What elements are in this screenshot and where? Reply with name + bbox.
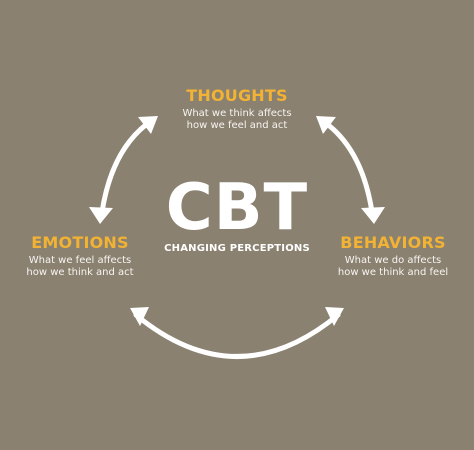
node-emotions: EMOTIONS What we feel affects how we thi… bbox=[12, 234, 148, 279]
node-title: EMOTIONS bbox=[31, 233, 129, 252]
double-headed-curved-arrow-icon bbox=[89, 116, 158, 224]
center-title: CBT bbox=[165, 171, 309, 245]
node-description-line: What we think affects bbox=[182, 108, 292, 119]
node-description-line: What we do affects bbox=[344, 255, 442, 266]
node-description: What we think affects how we feel and ac… bbox=[152, 108, 322, 132]
node-behaviors: BEHAVIORS What we do affects how we thin… bbox=[322, 234, 464, 279]
center-label: CBT CHANGING PERCEPTIONS bbox=[141, 175, 333, 254]
node-description-line: What we feel affects bbox=[28, 255, 132, 266]
double-headed-curved-arrow-icon bbox=[316, 116, 385, 224]
double-headed-curved-arrow-icon bbox=[130, 307, 344, 359]
node-description-line: how we think and feel bbox=[337, 267, 449, 278]
node-description: What we do affects how we think and feel bbox=[322, 255, 464, 279]
node-title: BEHAVIORS bbox=[340, 233, 446, 252]
node-thoughts: THOUGHTS What we think affects how we fe… bbox=[152, 87, 322, 132]
node-title: THOUGHTS bbox=[186, 86, 288, 105]
node-description-line: how we think and act bbox=[26, 267, 134, 278]
center-subtitle: CHANGING PERCEPTIONS bbox=[164, 243, 310, 254]
node-description-line: how we feel and act bbox=[186, 120, 288, 131]
node-description: What we feel affects how we think and ac… bbox=[12, 255, 148, 279]
